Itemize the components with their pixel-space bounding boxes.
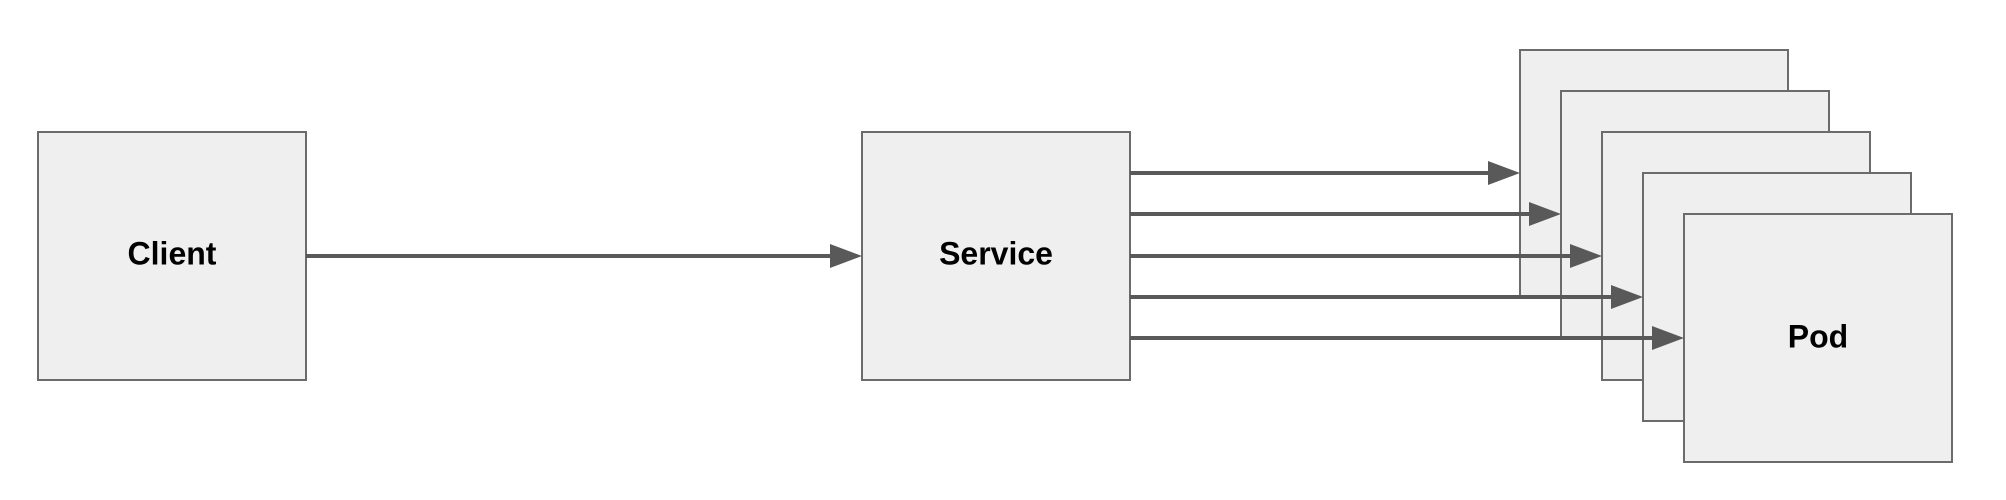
client-node: Client <box>37 131 307 381</box>
arrowhead <box>1529 202 1561 226</box>
arrowhead <box>1570 244 1602 268</box>
pod-label: Pod <box>1788 318 1848 354</box>
edge-service-to-pod-5 <box>1130 326 1684 350</box>
pod-box-5 <box>1683 213 1953 463</box>
arrowhead <box>830 244 862 268</box>
arrowhead <box>1488 161 1520 185</box>
edge-service-to-pod-4 <box>1130 285 1643 309</box>
client-box <box>37 131 307 381</box>
service-node: Service <box>861 131 1131 381</box>
arrowhead <box>1652 326 1684 350</box>
edge-service-to-pod-3 <box>1130 244 1602 268</box>
edge-service-to-pod-2 <box>1130 202 1561 226</box>
service-box <box>861 131 1131 381</box>
edge-service-to-pod-1 <box>1130 161 1520 185</box>
client-label: Client <box>128 235 217 271</box>
service-label: Service <box>939 235 1053 271</box>
arrowhead <box>1611 285 1643 309</box>
edge-client-to-service <box>306 244 862 268</box>
